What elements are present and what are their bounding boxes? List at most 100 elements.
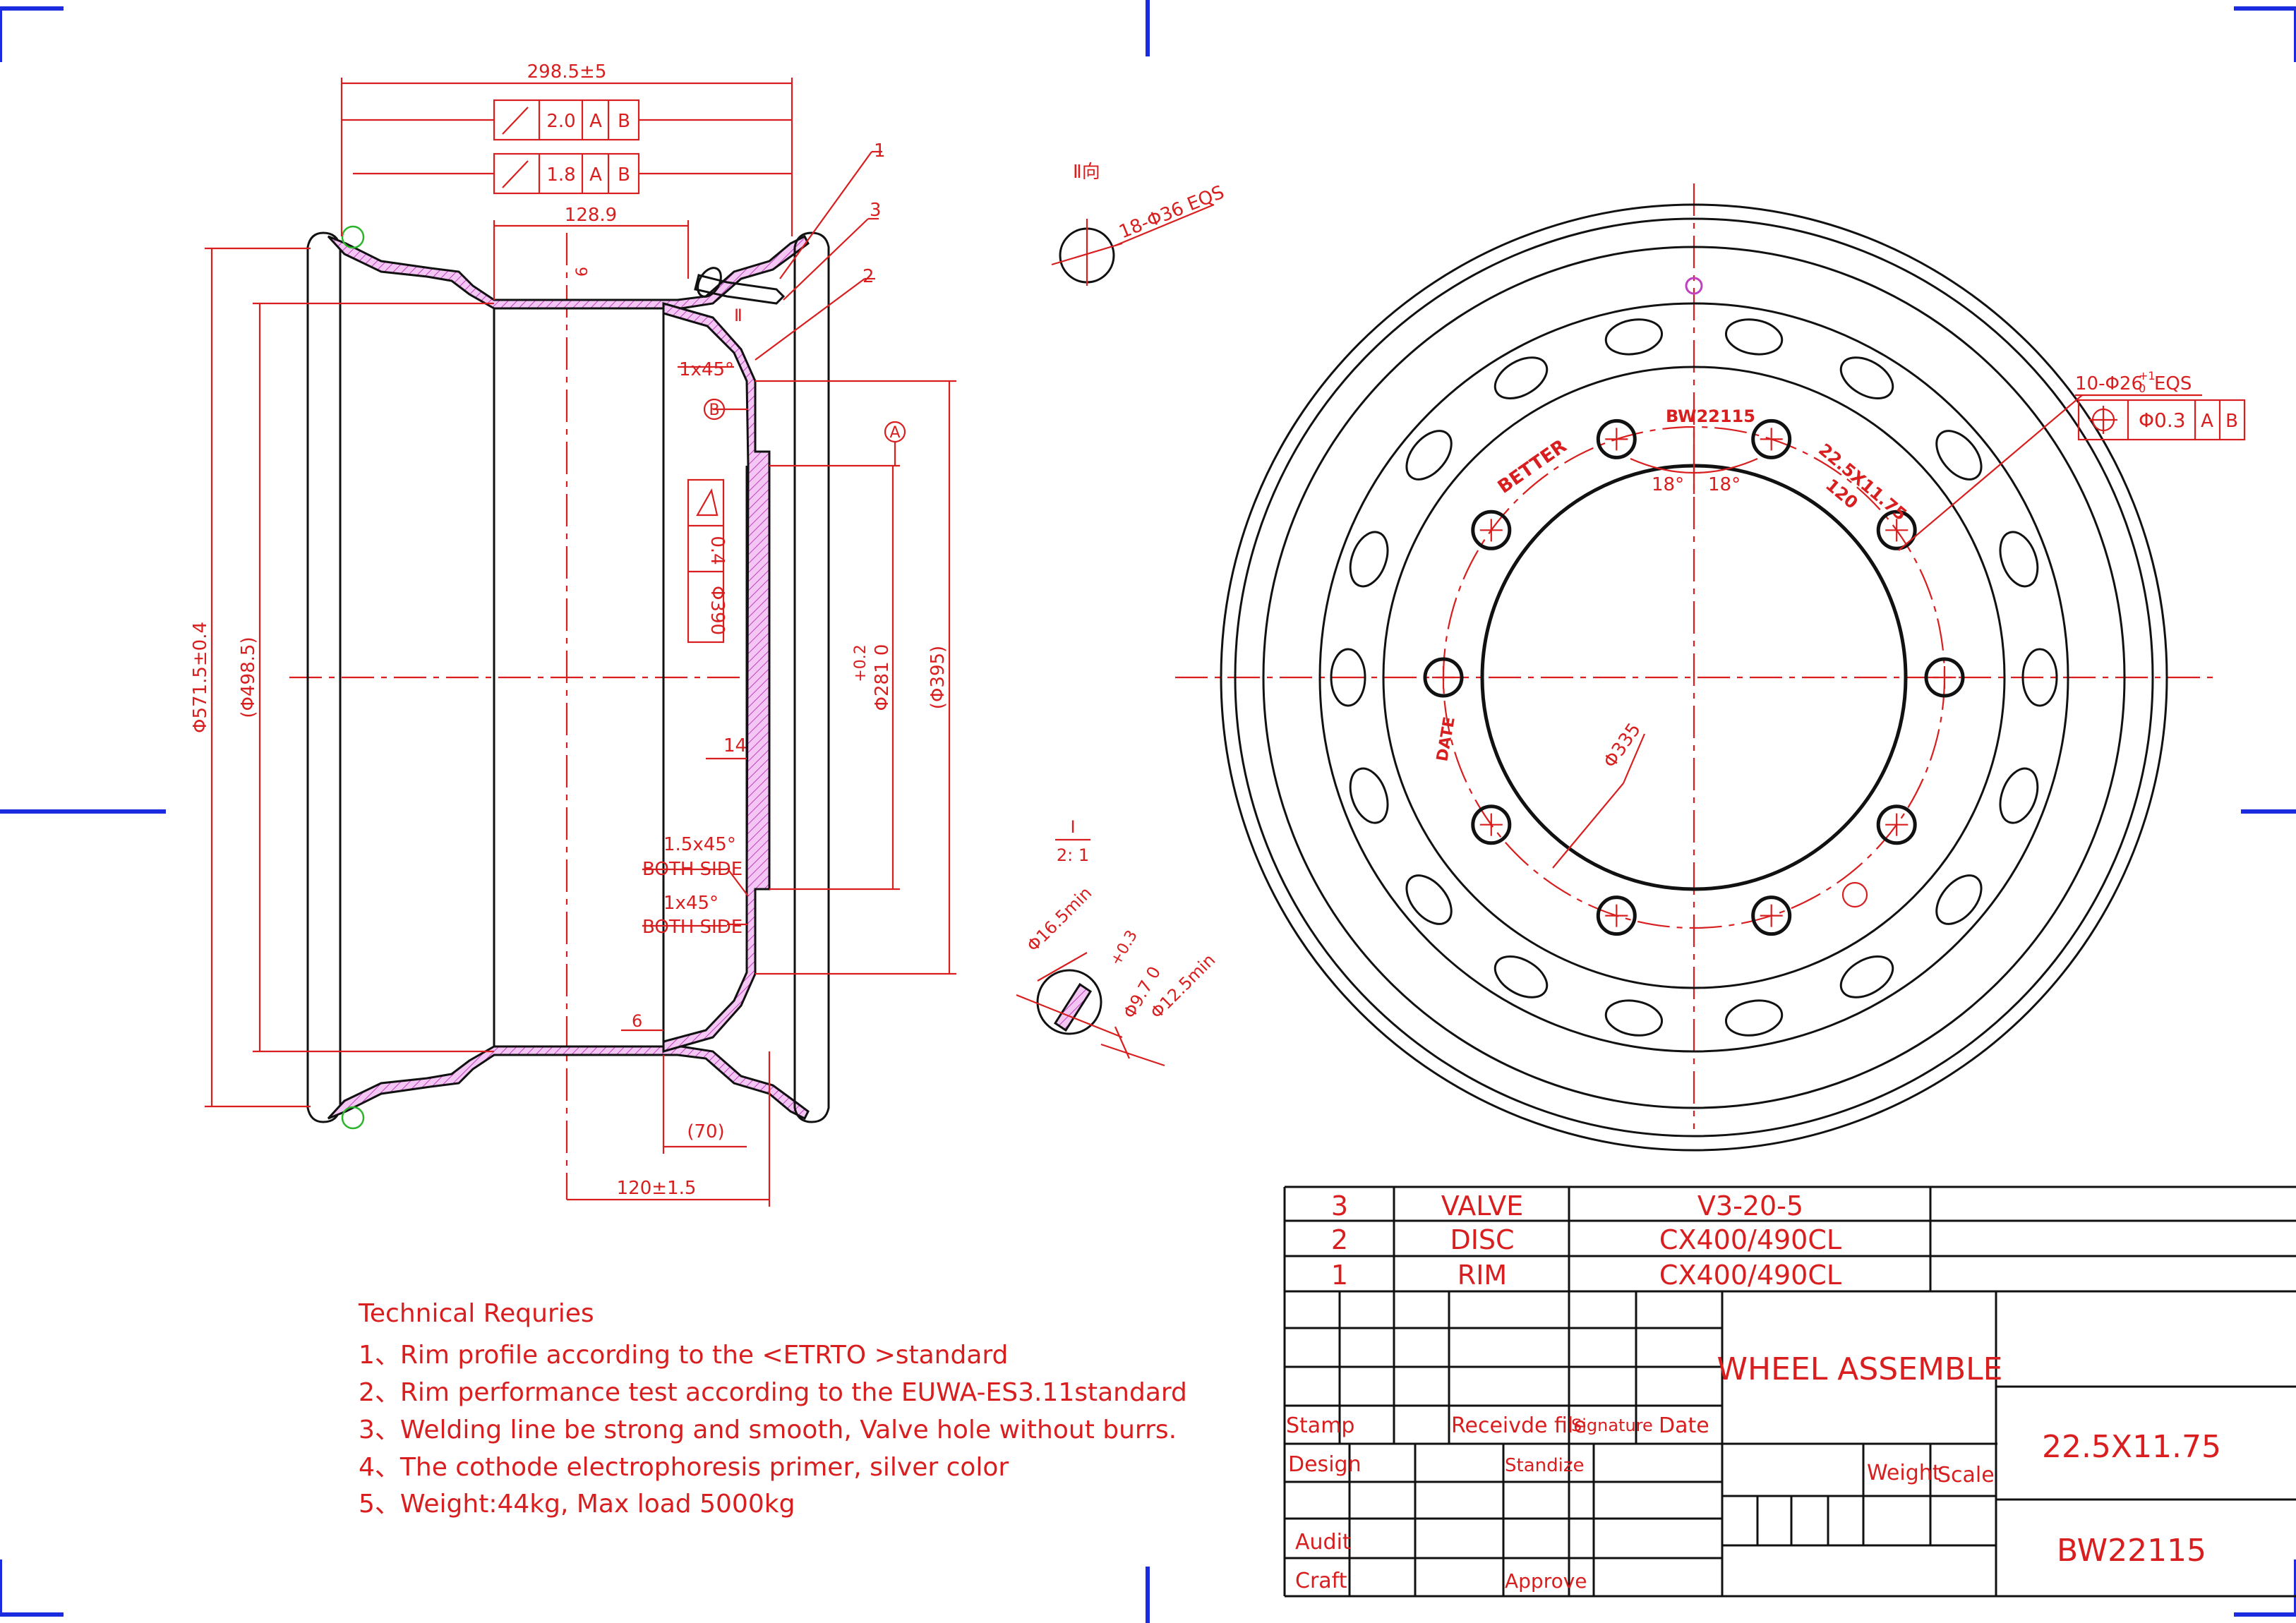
label-ii: Ⅱ — [734, 306, 743, 325]
dim-inner-diameter: (Φ498.5) — [238, 636, 259, 718]
tol-frame-value: Φ0.3 — [2139, 409, 2186, 432]
front-view: BETTER BW22115 22.5X11.75 120 DATE 18° 1… — [1175, 183, 2246, 1152]
bolt-tol-lower: 0 — [2139, 382, 2146, 395]
chamfer-2: 1x45° — [663, 893, 719, 914]
bore-diameter: Φ335 — [1599, 719, 1645, 772]
tb-spec: 22.5X11.75 — [2042, 1429, 2221, 1465]
hand-hole — [1839, 356, 1894, 399]
tb-standize: Standize — [1505, 1455, 1584, 1476]
hand-hole — [1604, 999, 1664, 1037]
weld-marker-top — [341, 225, 365, 249]
hand-hole — [1405, 874, 1453, 925]
runout-value-1: 2.0 — [546, 111, 575, 132]
hand-hole — [1724, 999, 1784, 1037]
bom-row-3-name: RIM — [1457, 1260, 1507, 1291]
hand-hole — [1493, 356, 1549, 399]
section-view: 298.5±5 2.0 A B 1.8 A B 128.9 6 1x45° Ⅱ … — [190, 61, 956, 1207]
hand-hole — [1349, 531, 1389, 588]
both-side-1: BOTH SIDE — [642, 859, 743, 880]
tb-scale: Scale — [1937, 1463, 1995, 1488]
bolt-hole — [1471, 509, 1512, 550]
callout-3: 3 — [870, 200, 882, 221]
tb-drawing-no: BW22115 — [2057, 1533, 2206, 1569]
weld-marker-bottom — [341, 1106, 365, 1130]
chamfer-top: 1x45° — [679, 359, 734, 380]
hand-hole — [1999, 531, 2039, 588]
tol-frame-datum-b: B — [2225, 411, 2238, 432]
tol-frame-datum-a: A — [2201, 411, 2213, 432]
bom-row-3-spec: CX400/490CL — [1659, 1260, 1841, 1291]
notes-title: Technical Requries — [358, 1299, 594, 1328]
hand-hole — [1839, 955, 1894, 998]
bolt-hole — [1924, 657, 1965, 698]
dim-pilot-diameter: Φ281 0 — [872, 644, 893, 711]
bolt-holes — [1423, 418, 1965, 936]
runout-datum-b-1: B — [618, 111, 630, 132]
note-item-3: 3、Welding line be strong and smooth, Val… — [359, 1416, 1177, 1444]
runout-datum-a-2: A — [589, 164, 602, 186]
bolt-hole — [1423, 657, 1464, 698]
tb-date: Date — [1659, 1413, 1709, 1438]
hand-hole — [1405, 430, 1453, 481]
detail-i-scale: 2: 1 — [1057, 845, 1089, 865]
detail-ii-note: 18-Φ36 EQS — [1116, 182, 1227, 243]
title-block: Stamp Receivde file Signature Date Desig… — [1285, 1291, 2296, 1598]
position-tolerance-frame — [2077, 399, 2246, 441]
bom-table: 3 VALVE V3-20-5 2 DISC CX400/490CL 1 RIM… — [1283, 1185, 2296, 1596]
chamfer-1: 1.5x45° — [663, 834, 736, 855]
hand-hole — [2021, 648, 2058, 707]
runout-value-2: 1.8 — [546, 164, 575, 186]
tb-craft: Craft — [1295, 1569, 1347, 1593]
angle-1: 18° — [1652, 474, 1684, 495]
tb-drawing-name: WHEEL ASSEMBLE — [1717, 1351, 2003, 1387]
dim-disc-thickness: 14 — [723, 735, 747, 756]
hand-hole — [1935, 430, 1983, 481]
bom-row-2-spec: CX400/490CL — [1659, 1224, 1841, 1255]
bolt-hole — [1876, 509, 1917, 550]
hand-hole — [1724, 318, 1784, 356]
dim-pilot-tol: +0.2 — [852, 644, 870, 682]
tb-stamp: Stamp — [1286, 1413, 1354, 1438]
valve-body — [694, 267, 786, 305]
both-side-2: BOTH SIDE — [642, 917, 743, 938]
note-item-1: 1、Rim profile according to the <ETRTO >s… — [359, 1341, 1008, 1370]
tb-audit: Audit — [1295, 1530, 1351, 1555]
dim-offset: (70) — [687, 1121, 724, 1142]
detail-i-d1: Φ16.5min — [1023, 883, 1095, 955]
flatness-diameter: Φ390 — [707, 586, 728, 635]
runout-datum-b-2: B — [618, 164, 630, 186]
datum-b-symbol: B — [709, 402, 719, 419]
flatness-value: 0.4 — [707, 536, 728, 565]
detail-ii-title: Ⅱ向 — [1073, 162, 1100, 183]
bolt-hole — [1471, 804, 1512, 845]
bolt-hole — [1596, 895, 1637, 936]
detail-i: Ⅰ 2: 1 Φ16.5min +0.3 Φ9.7 0 Φ12.5min — [1016, 817, 1219, 1067]
tb-weight: Weight — [1867, 1461, 1941, 1485]
dim-thickness: 6 — [574, 267, 591, 277]
note-item-2: 2、Rim performance test according to the … — [359, 1378, 1187, 1407]
detail-i-d3: Φ12.5min — [1146, 950, 1219, 1022]
callout-2: 2 — [862, 266, 874, 287]
angle-2: 18° — [1708, 474, 1741, 495]
hand-hole — [1935, 874, 1983, 925]
technical-notes: Technical Requries 1、Rim profile accordi… — [358, 1299, 1187, 1519]
valve-hole-marker — [1685, 277, 1703, 295]
bolt-tol: +1 — [2139, 369, 2156, 382]
flatness-icon — [696, 488, 719, 517]
bolt-eqs: EQS — [2154, 373, 2192, 394]
mark-date: DATE — [1434, 716, 1459, 763]
bolt-hole — [1751, 895, 1792, 936]
dim-outer-diameter: Φ571.5±0.4 — [190, 622, 211, 733]
dim-disc-diameter: (Φ395) — [927, 646, 949, 709]
note-item-4: 4、The cothode electrophoresis primer, si… — [359, 1453, 1009, 1482]
weld-size: 6 — [632, 1011, 642, 1031]
bolt-hole — [1596, 418, 1637, 459]
note-item-5: 5、Weight:44kg, Max load 5000kg — [359, 1490, 795, 1519]
hand-holes — [1330, 318, 2058, 1037]
hand-hole — [1493, 955, 1549, 998]
bom-row-2-name: DISC — [1450, 1224, 1514, 1255]
datum-a-symbol: A — [889, 424, 900, 442]
bom-row-2-no: 2 — [1331, 1224, 1348, 1255]
dim-inset: 120±1.5 — [617, 1178, 697, 1199]
